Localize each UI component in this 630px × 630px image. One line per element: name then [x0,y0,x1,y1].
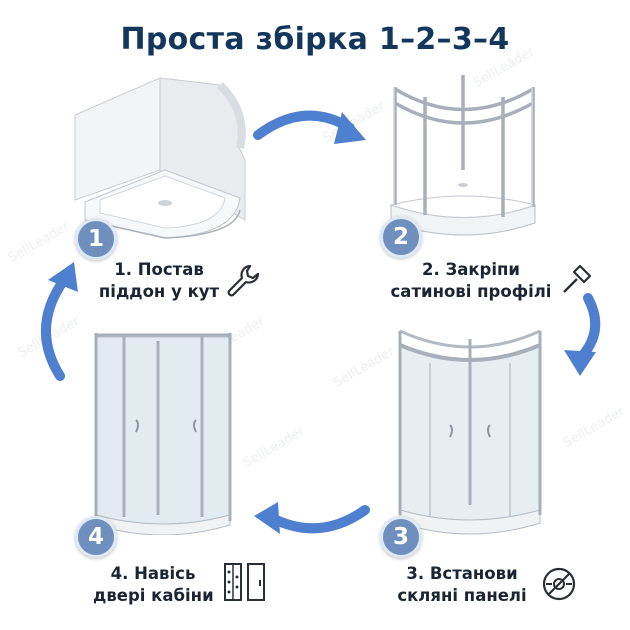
watermark: SellLeader [330,343,398,392]
step-badge-1: 1 [75,218,117,260]
step-badge-2: 2 [380,216,422,258]
screwdriver-icon [563,264,592,293]
cabin-doors-illustration [94,333,232,535]
step-caption-line: 4. Навісь [110,564,196,583]
arrow-step4-to-step1 [40,262,78,381]
frame-profiles-illustration [389,75,537,236]
step-caption-line: 1. Постав [114,260,204,279]
arrow-step1-to-step2 [253,110,366,144]
panel-clamp-icon [542,567,576,601]
step-caption-1: 1. Постав піддон у кут [97,259,221,303]
arrow-step2-to-step3 [564,293,601,376]
step-badge-4: 4 [75,516,117,558]
door-hinge-icon [224,563,265,601]
step-caption-line: 2. Закріпи [422,260,520,279]
glass-panels-illustration [398,329,542,535]
watermark: SellLeader [240,423,308,472]
wrench-icon [227,264,260,297]
step-caption-4: 4. Навісь двері кабіни [93,563,214,607]
step-caption-3: 3. Встанови скляні панелі [392,563,532,607]
step-caption-line: сатинові профілі [390,282,552,301]
watermark: SellLeader [560,403,628,452]
page-title: Проста збірка 1–2–3–4 [120,22,510,57]
step-caption-line: 3. Встанови [406,564,518,583]
step-caption-2: 2. Закріпи сатинові профілі [380,259,562,303]
step-caption-line: піддон у кут [98,282,220,301]
step-caption-line: скляні панелі [397,586,527,605]
arrow-step3-to-step4 [254,502,370,534]
step-caption-line: двері кабіни [93,586,214,605]
tray-corner-illustration [74,77,246,239]
step-badge-3: 3 [380,516,422,558]
